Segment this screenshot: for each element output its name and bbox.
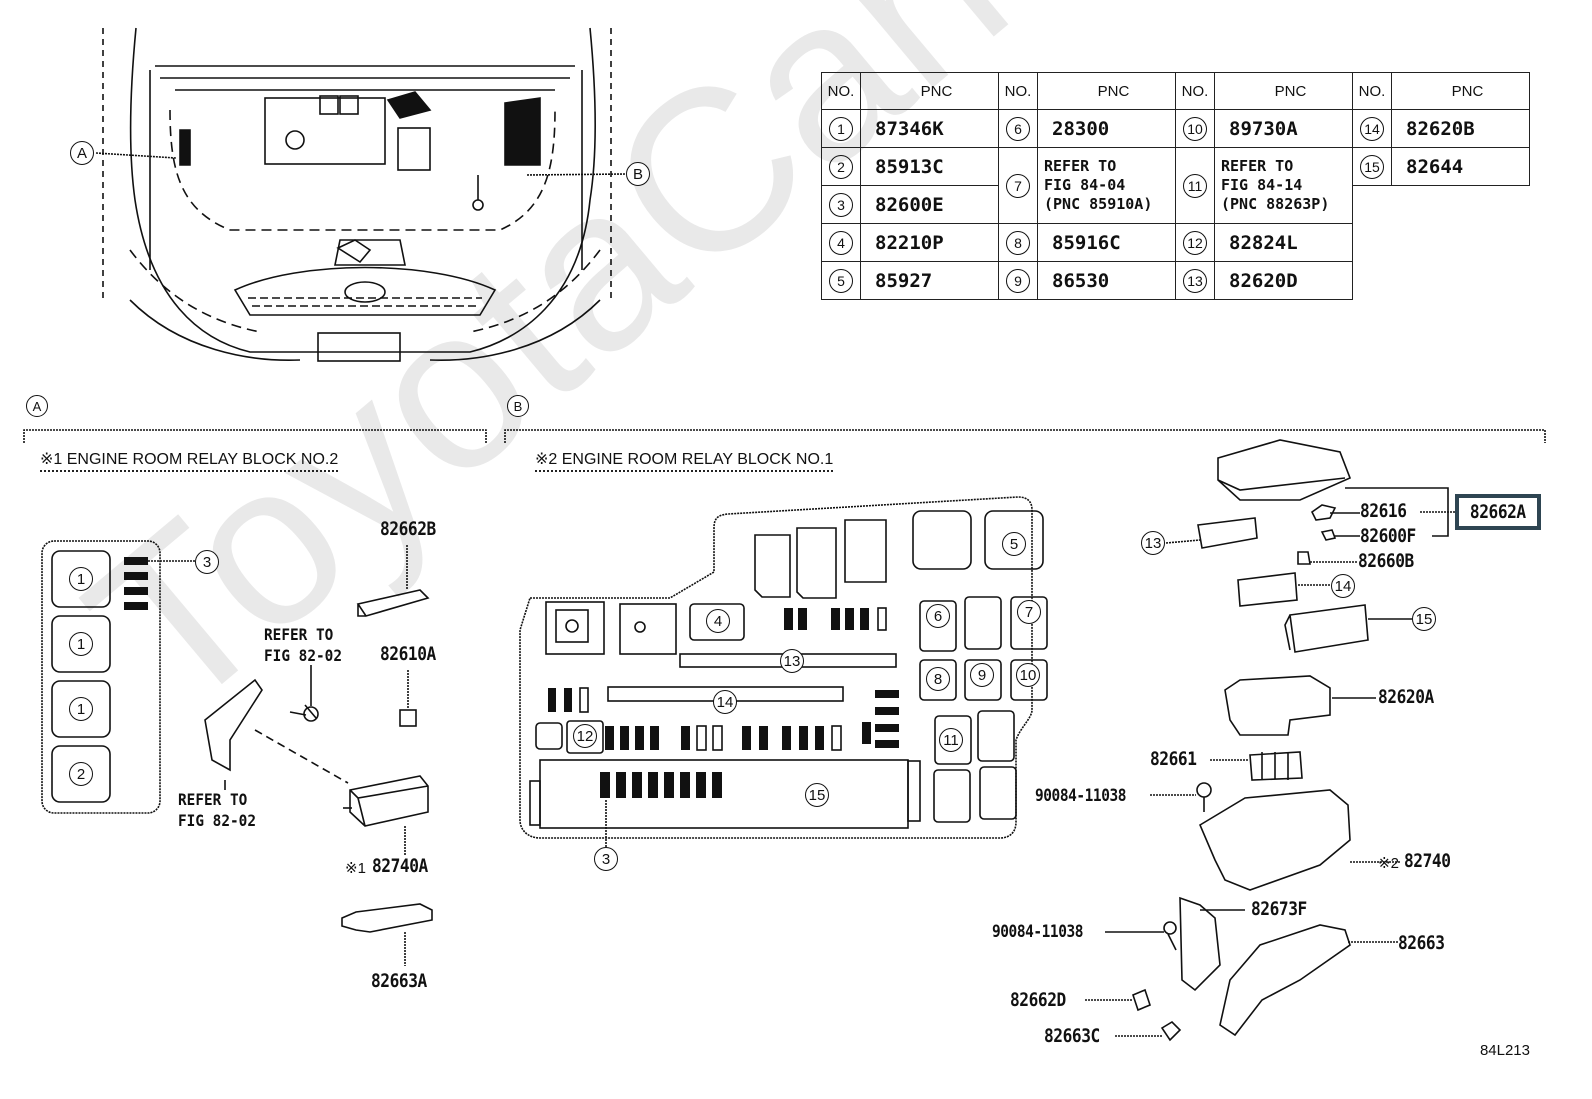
bolt-label-90084-11038[interactable]: 90084-11038 (992, 922, 1084, 942)
part-reference[interactable]: REFER TO FIG 84-14 (PNC 88263P) (1214, 147, 1353, 224)
item-number: 1 (829, 116, 853, 141)
block-callout: 9 (970, 663, 994, 687)
header-no: NO. (998, 72, 1038, 110)
item-number: 14 (1360, 116, 1384, 141)
table-row: 4 82210P 8 85916C 12 82824L (821, 223, 1530, 262)
part-number[interactable]: 82620B (1391, 109, 1530, 148)
table-header-row: NO. PNC NO. PNC NO. PNC NO. PNC (821, 72, 1530, 110)
block-callout: 6 (926, 604, 950, 628)
exploded-callout-14: 14 (1331, 574, 1355, 598)
part-number[interactable]: 86530 (1037, 261, 1176, 300)
part-label-82673f[interactable]: 82673F (1251, 898, 1307, 920)
section-b-title: ※2 ENGINE ROOM RELAY BLOCK NO.1 (535, 449, 834, 472)
exploded-callout-15: 15 (1412, 607, 1436, 631)
header-no: NO. (1175, 72, 1215, 110)
table-row: 1 87346K 6 28300 10 89730A 14 82620B (821, 109, 1530, 148)
part-label-82663c[interactable]: 82663C (1044, 1025, 1100, 1047)
exploded-callout-13: 13 (1141, 531, 1165, 555)
parts-number-table: NO. PNC NO. PNC NO. PNC NO. PNC 1 87346K… (821, 72, 1530, 300)
block-callout: 5 (1002, 532, 1026, 556)
block-callout: 7 (1017, 600, 1041, 624)
annotation-mark: ※1 (345, 860, 366, 877)
block-callout: 3 (594, 847, 618, 871)
annotation-mark: ※2 (1378, 855, 1399, 872)
part-number[interactable]: 85913C (860, 147, 999, 186)
block-callout: 8 (926, 667, 950, 691)
part-number[interactable]: 82620D (1214, 261, 1353, 300)
refer-note: REFER TO FIG 82-02 (264, 625, 343, 665)
figure-code: 84L213 (1479, 1042, 1530, 1059)
part-number[interactable]: 87346K (860, 109, 999, 148)
item-number: 6 (1006, 116, 1030, 141)
item-number: 2 (829, 154, 853, 179)
part-number[interactable]: 28300 (1037, 109, 1176, 148)
item-number: 3 (829, 192, 853, 217)
item-number: 13 (1183, 268, 1207, 293)
table-row: 5 85927 9 86530 13 82620D (821, 261, 1530, 300)
item-number: 8 (1006, 230, 1030, 255)
item-number: 9 (1006, 268, 1030, 293)
part-label-82662b[interactable]: 82662B (380, 518, 436, 540)
part-label-82740a[interactable]: 82740A (372, 855, 428, 877)
part-label-82610a[interactable]: 82610A (380, 643, 436, 665)
block-callout: 13 (780, 649, 804, 673)
block-callout: 4 (706, 609, 730, 633)
item-number: 15 (1360, 154, 1384, 179)
header-pnc: PNC (1037, 72, 1176, 110)
section-b-marker: B (507, 395, 529, 417)
part-label-82663[interactable]: 82663 (1398, 932, 1445, 954)
callout-b-marker: B (626, 162, 650, 186)
part-label-82600f[interactable]: 82600F (1360, 525, 1416, 547)
part-number[interactable]: 89730A (1214, 109, 1353, 148)
header-pnc: PNC (1214, 72, 1353, 110)
vehicle-front-illustration (102, 27, 612, 362)
section-a-marker: A (26, 395, 48, 417)
header-no: NO. (1352, 72, 1392, 110)
section-a-title: ※1 ENGINE ROOM RELAY BLOCK NO.2 (40, 449, 339, 472)
highlighted-part-82662a[interactable]: 82662A (1455, 494, 1541, 530)
part-number[interactable]: 82600E (860, 185, 999, 224)
item-number: 4 (829, 230, 853, 255)
block-callout: 14 (713, 690, 737, 714)
refer-note: REFER TO FIG 82-02 (178, 790, 257, 830)
part-label-82662d[interactable]: 82662D (1010, 989, 1066, 1011)
part-number[interactable]: 82824L (1214, 223, 1353, 262)
part-number[interactable]: 82644 (1391, 147, 1530, 186)
header-pnc: PNC (1391, 72, 1530, 110)
header-no: NO. (821, 72, 861, 110)
block-callout: 10 (1016, 663, 1040, 687)
part-label-82616[interactable]: 82616 (1360, 500, 1407, 522)
header-pnc: PNC (860, 72, 999, 110)
item-number: 10 (1183, 116, 1207, 141)
bolt-label-90084-11038[interactable]: 90084-11038 (1035, 786, 1127, 806)
item-number: 11 (1183, 173, 1207, 198)
part-number[interactable]: 82210P (860, 223, 999, 262)
part-label-82660b[interactable]: 82660B (1358, 550, 1414, 572)
item-number: 12 (1183, 230, 1207, 255)
part-label-82620a[interactable]: 82620A (1378, 686, 1434, 708)
callout-a-marker: A (70, 141, 94, 165)
part-reference[interactable]: REFER TO FIG 84-04 (PNC 85910A) (1037, 147, 1176, 224)
part-label-82740[interactable]: 82740 (1404, 850, 1451, 872)
block-callout: 1 (69, 697, 93, 721)
part-label-82661[interactable]: 82661 (1150, 748, 1197, 770)
block-callout: 11 (939, 728, 963, 752)
block-callout: 15 (805, 783, 829, 807)
block-callout: 1 (69, 567, 93, 591)
part-number[interactable]: 85916C (1037, 223, 1176, 262)
block-callout: 3 (195, 550, 219, 574)
part-label-82662a: 82662A (1470, 500, 1526, 523)
table-row: 2 85913C 7 REFER TO FIG 84-04 (PNC 85910… (821, 147, 1530, 224)
block-callout: 1 (69, 632, 93, 656)
item-number: 7 (1006, 173, 1030, 198)
block-callout: 12 (573, 724, 597, 748)
part-number[interactable]: 85927 (860, 261, 999, 300)
block-callout: 2 (69, 762, 93, 786)
table-row: 3 82600E (821, 185, 1530, 224)
part-label-82663a[interactable]: 82663A (371, 970, 427, 992)
item-number: 5 (829, 268, 853, 293)
